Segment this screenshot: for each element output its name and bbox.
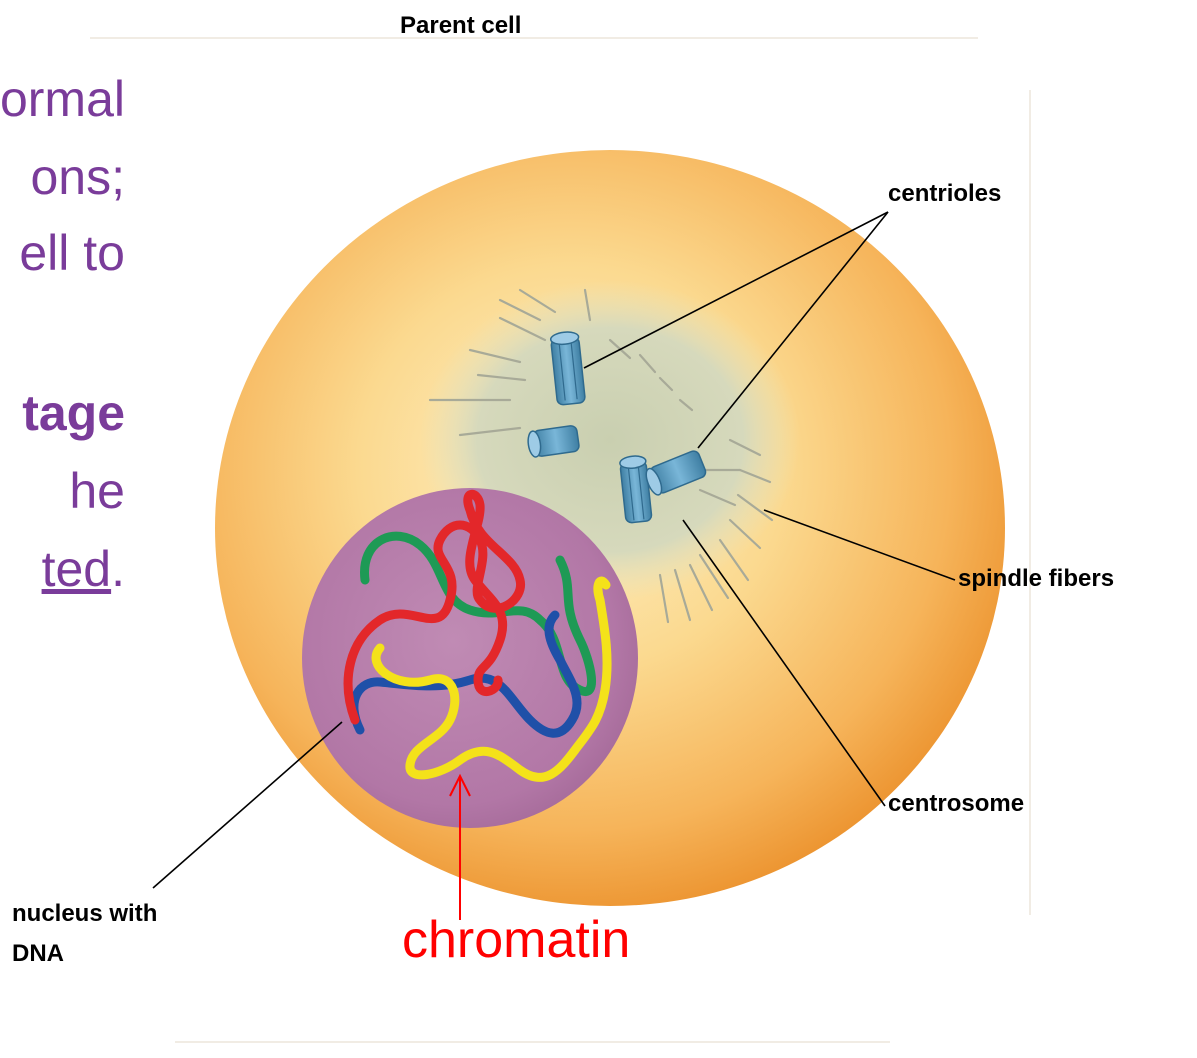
centrosome-label: centrosome xyxy=(888,790,1024,818)
nucleus-label-line-2: DNA xyxy=(12,940,64,968)
nucleus-leader xyxy=(153,722,342,888)
chromatin-label: chromatin xyxy=(402,910,630,970)
nucleus-label-line-1: nucleus with xyxy=(12,900,157,928)
spindle-fibers-label: spindle fibers xyxy=(958,565,1114,593)
centrioles-label: centrioles xyxy=(888,180,1001,208)
